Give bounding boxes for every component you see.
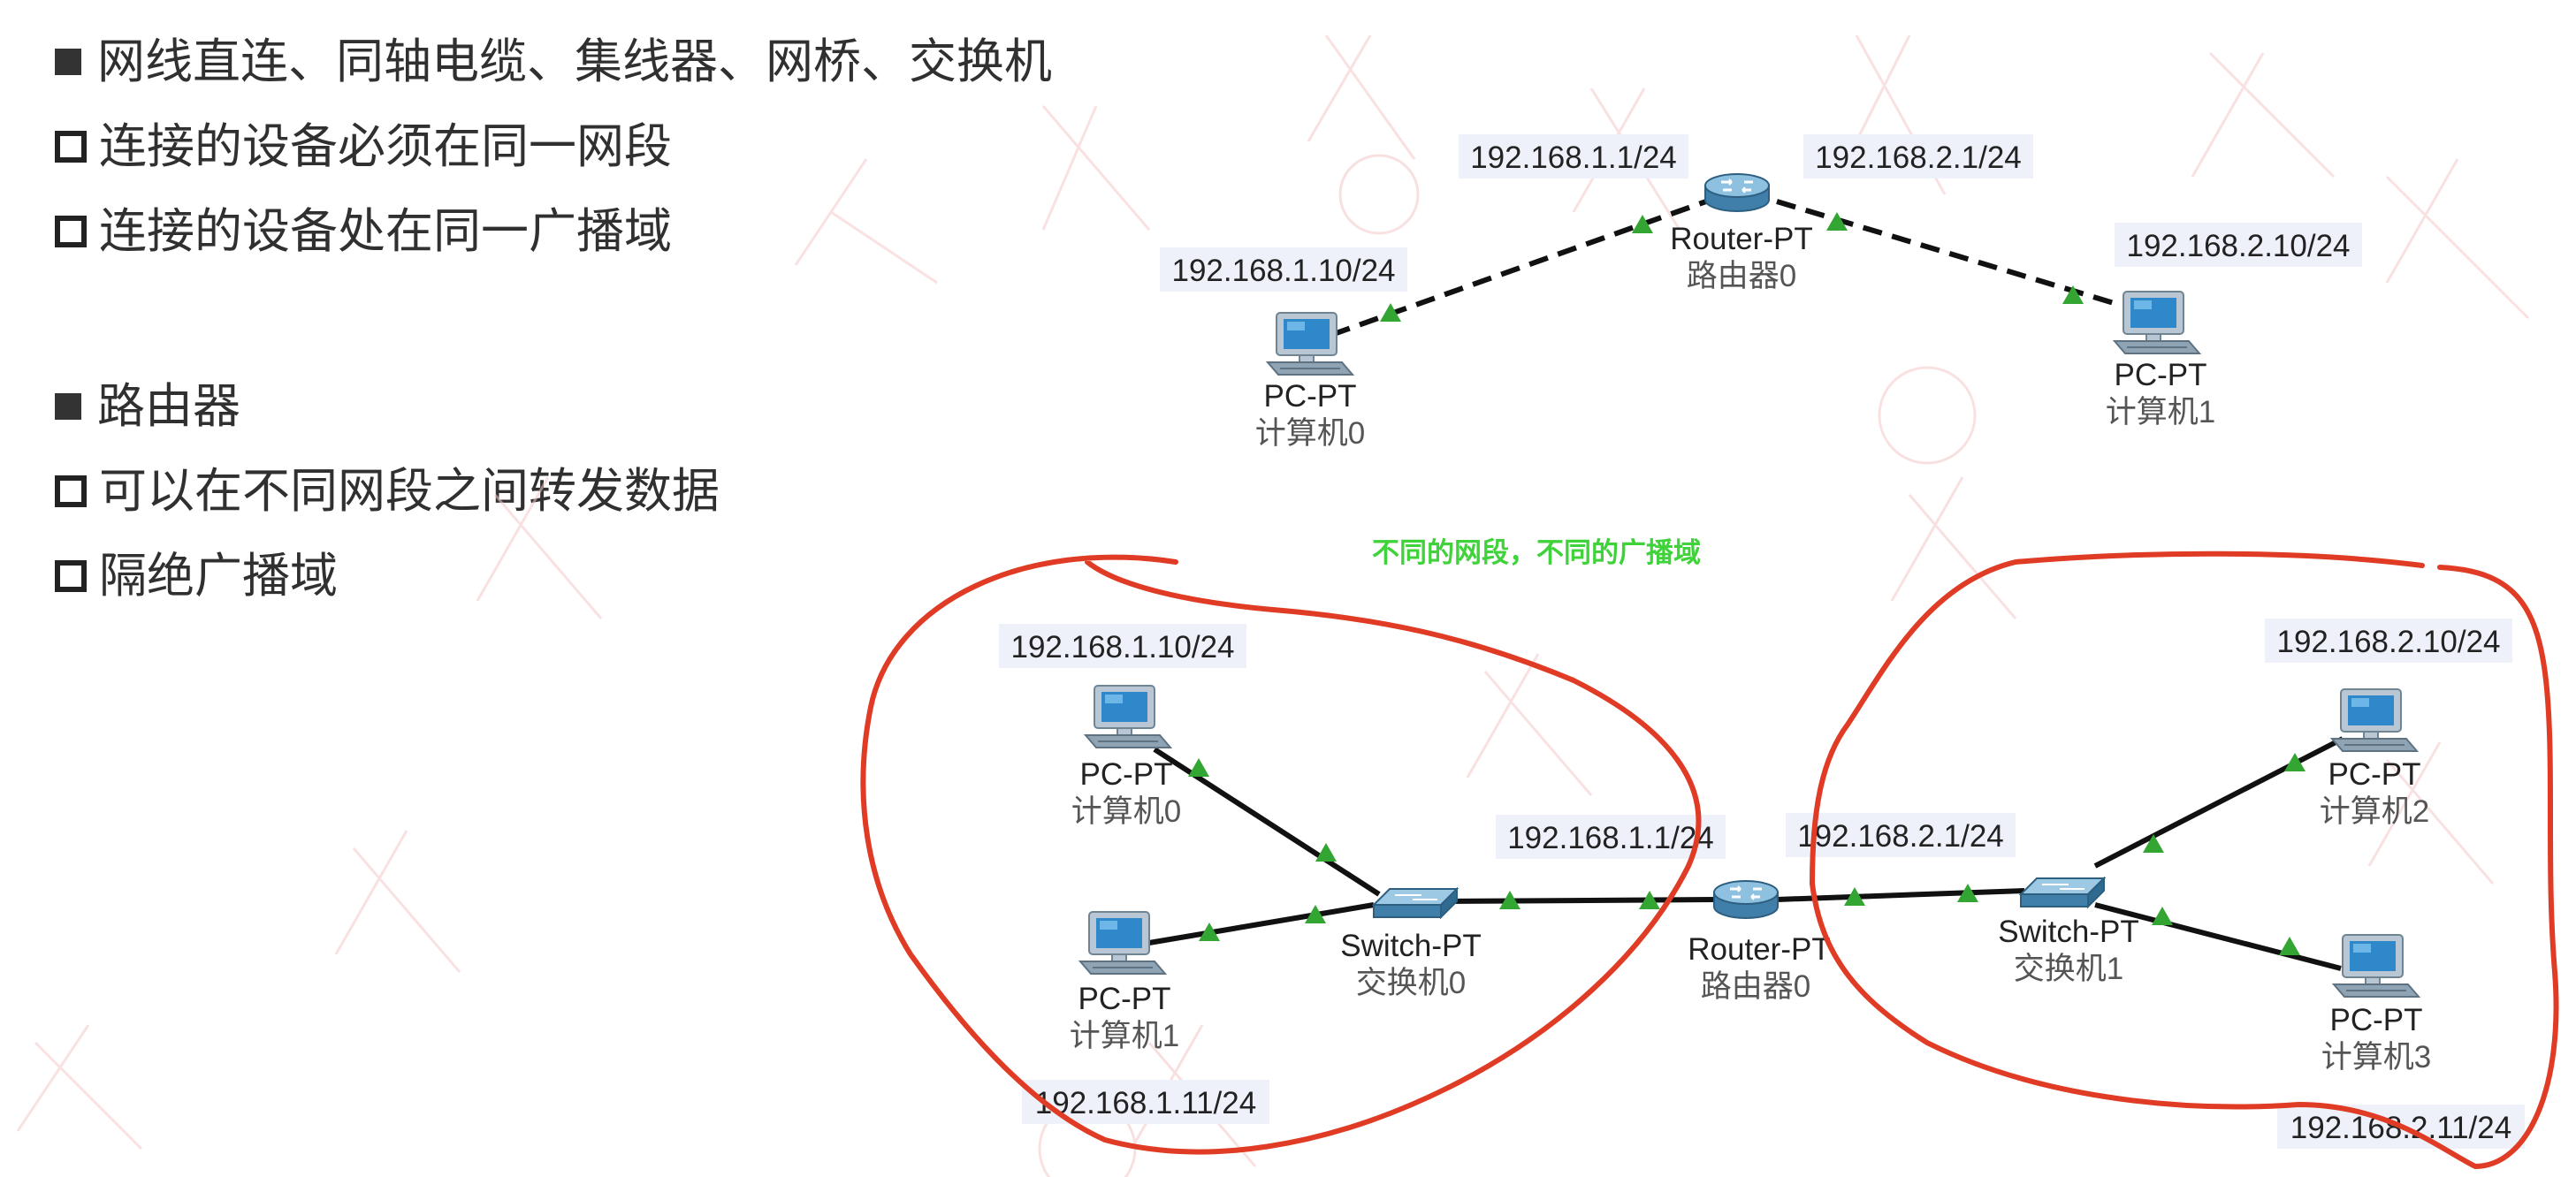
bullet-4: 路由器 (55, 371, 240, 442)
router-left-ip: 192.168.1.1/24 (1470, 140, 1677, 175)
link-switch1-pc2 (2093, 736, 2344, 869)
pc2-type-label: PC-PT (2328, 757, 2421, 792)
broadcast-domain-circle-left (860, 554, 1702, 1155)
router-right-ip: 192.168.2.1/24 (1797, 819, 2004, 854)
router-name-label: 路由器0 (1687, 259, 1796, 293)
link-status-arrow (1305, 905, 1326, 923)
hollow-square-marker (55, 560, 87, 592)
pc-icon (2331, 688, 2418, 752)
link-status-arrow (1957, 884, 1978, 902)
link-pc1-switch0 (1143, 902, 1375, 946)
pc-icon (1085, 685, 1171, 748)
link-status-arrow (2143, 834, 2164, 853)
pc0-name-label: 计算机0 (1071, 794, 1181, 829)
link-status-arrow (2152, 907, 2173, 925)
router-type-label: Router-PT (1688, 932, 1830, 967)
segment-note: 不同的网段，不同的广播域 (1372, 537, 1701, 569)
pc1-name-label: 计算机1 (1070, 1019, 1179, 1053)
link-switch1-pc3 (2094, 902, 2342, 971)
link-status-arrow (1632, 215, 1653, 233)
bullet-2: 连接的设备必须在同一网段 (55, 111, 672, 182)
switch-icon (1373, 888, 1458, 918)
router-type-label: Router-PT (1670, 222, 1812, 256)
link-status-arrow (1199, 923, 1220, 941)
link-status-arrow (1639, 891, 1660, 909)
pc-icon (1267, 312, 1353, 376)
link-status-arrow (2284, 753, 2305, 771)
pc0-type-label: PC-PT (1264, 379, 1357, 414)
switch1-type-label: Switch-PT (1998, 915, 2138, 949)
pc3-name-label: 计算机3 (2321, 1040, 2431, 1074)
link-status-arrow (1380, 303, 1401, 322)
pc1-name-label: 计算机1 (2106, 395, 2215, 429)
pc-icon (2114, 291, 2200, 354)
hollow-square-marker (55, 216, 87, 247)
link-router-pc1 (1776, 199, 2121, 308)
pc-icon (2333, 934, 2420, 998)
link-status-arrow (1315, 843, 1337, 862)
router-right-ip: 192.168.2.1/24 (1815, 140, 2022, 175)
bullet-1: 网线直连、同轴电缆、集线器、网桥、交换机 (55, 27, 1052, 97)
switch1-name-label: 交换机1 (2014, 952, 2123, 986)
pc0-ip: 192.168.1.10/24 (1010, 630, 1234, 664)
pc3-type-label: PC-PT (2330, 1003, 2423, 1037)
pc0-type-label: PC-PT (1080, 757, 1173, 792)
link-pc0-switch0 (1153, 747, 1381, 897)
filled-square-marker (55, 393, 81, 420)
bullet-text: 连接的设备处在同一广播域 (99, 203, 672, 259)
link-status-arrow (2062, 285, 2084, 304)
pc1-type-label: PC-PT (2115, 358, 2207, 392)
broadcast-domain-circle-right (1809, 551, 2559, 1170)
link-status-arrow (1188, 758, 1209, 777)
top-diagram: Router-PT 路由器0 192.168.1.1/24 192.168.2.… (1160, 134, 2362, 451)
pc0-ip: 192.168.1.10/24 (1171, 254, 1395, 288)
bullet-5: 可以在不同网段之间转发数据 (55, 456, 720, 527)
bullet-text: 可以在不同网段之间转发数据 (99, 463, 720, 519)
hollow-square-marker (55, 475, 87, 507)
link-switch0-router (1449, 897, 1716, 904)
link-status-arrow (1499, 891, 1520, 909)
pc0-name-label: 计算机0 (1255, 416, 1365, 451)
switch0-name-label: 交换机0 (1356, 966, 1466, 1000)
bottom-diagram: PC-PT 计算机0 PC-PT 计算机1 PC-PT 计算机2 PC-PT 计… (999, 619, 2525, 1149)
pc2-ip: 192.168.2.10/24 (2276, 625, 2500, 659)
filled-square-marker (55, 49, 81, 75)
bullet-text: 隔绝广播域 (99, 548, 338, 604)
pc1-ip: 192.168.2.10/24 (2126, 229, 2350, 263)
bullet-text: 路由器 (97, 378, 240, 434)
hollow-square-marker (55, 131, 87, 163)
watermark (16, 34, 2530, 1177)
bullet-text: 连接的设备必须在同一网段 (99, 118, 672, 174)
router-left-ip: 192.168.1.1/24 (1507, 821, 1714, 855)
link-status-arrow (2279, 937, 2300, 955)
bullet-3: 连接的设备处在同一广播域 (55, 196, 672, 267)
router-icon (1712, 879, 1780, 920)
router-name-label: 路由器0 (1701, 969, 1810, 1004)
bullet-6: 隔绝广播域 (55, 541, 338, 611)
pc1-type-label: PC-PT (1078, 982, 1171, 1016)
pc2-name-label: 计算机2 (2320, 794, 2429, 829)
switch0-type-label: Switch-PT (1340, 929, 1481, 963)
bullet-text: 网线直连、同轴电缆、集线器、网桥、交换机 (97, 34, 1052, 89)
pc1-ip: 192.168.1.11/24 (1035, 1086, 1256, 1120)
link-status-arrow (1844, 887, 1865, 906)
link-router-switch1 (1776, 888, 2025, 902)
link-status-arrow (1826, 212, 1848, 231)
switch-icon (2020, 877, 2105, 907)
router-icon (1703, 172, 1771, 213)
